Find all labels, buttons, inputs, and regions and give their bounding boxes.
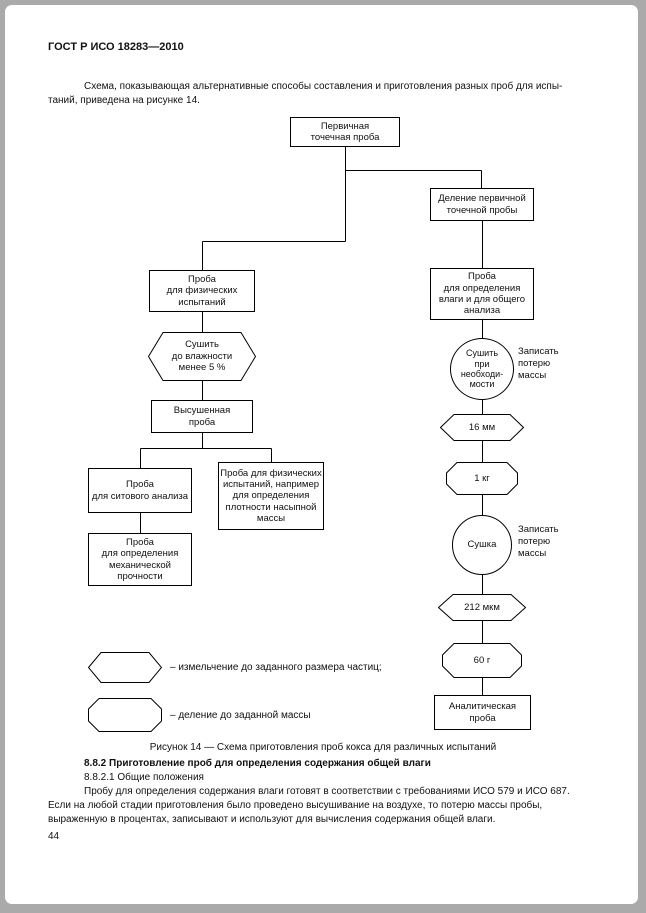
page-number: 44: [48, 831, 60, 842]
intro-line-1: Схема, показывающая альтернативные спосо…: [84, 81, 563, 92]
flow-node-division-primary: Деление первичной точечной пробы: [430, 188, 534, 221]
flow-node-dried-sample-label: Высушенная проба: [173, 405, 231, 428]
legend-hexagon-label: – измельчение до заданного размера части…: [170, 662, 382, 673]
flow-node-physical-tests-label: Проба для физических испытаний: [166, 273, 238, 308]
flow-node-moisture-general: Проба для определения влаги и для общего…: [430, 268, 534, 320]
body-paragraph-line-1: Пробу для определения содержания влаги г…: [84, 786, 570, 797]
legend-octagon-symbol: [88, 698, 162, 732]
flow-node-analytical-sample-label: Аналитическая проба: [448, 701, 517, 724]
flow-node-moisture-general-label: Проба для определения влаги и для общего…: [438, 271, 526, 317]
hexagon-shape-icon: [438, 594, 526, 621]
flow-node-mechanical-strength: Проба для определения механической прочн…: [88, 533, 192, 586]
hexagon-shape-icon: [148, 332, 256, 381]
flow-node-sieve-analysis-label: Проба для ситового анализа: [91, 479, 189, 502]
flow-node-dry-if-needed-label: Сушить при необходи- мости: [460, 348, 504, 390]
flow-node-212um-label: 212 мкм: [464, 601, 500, 613]
flow-node-drying-label: Сушка: [467, 538, 497, 550]
flow-node-physical-density: Проба для физических испытаний, например…: [218, 462, 324, 530]
document-header: ГОСТ Р ИСО 18283—2010: [48, 41, 184, 53]
body-paragraph-line-3: выраженную в процентах, записывают и исп…: [48, 814, 496, 825]
octagon-shape-icon: [88, 698, 162, 732]
flow-node-physical-density-label: Проба для физических испытаний, например…: [220, 467, 322, 525]
legend-octagon-label: – деление до заданной массы: [170, 710, 311, 721]
note-record-mass-loss-2: Записать потерю массы: [518, 524, 559, 559]
octagon-shape-icon: [446, 462, 518, 495]
legend-hexagon-symbol: [88, 652, 162, 683]
hexagon-shape-icon: [88, 652, 162, 683]
flow-node-division-primary-label: Деление первичной точечной пробы: [438, 193, 526, 216]
flow-node-mechanical-strength-label: Проба для определения механической прочн…: [101, 536, 179, 582]
flow-node-16mm-label: 16 мм: [468, 421, 496, 433]
flow-node-physical-tests: Проба для физических испытаний: [149, 270, 255, 312]
flow-node-dry-under-5-hexagon: Сушить до влажности менее 5 %: [148, 332, 256, 381]
flow-node-primary-sample: Первичная точечная проба: [290, 117, 400, 147]
flow-node-dry-under-5-label: Сушить до влажности менее 5 %: [171, 339, 233, 374]
flow-node-primary-sample-label: Первичная точечная проба: [310, 120, 380, 143]
intro-line-2: таний, приведена на рисунке 14.: [48, 95, 200, 106]
octagon-shape-icon: [442, 643, 522, 678]
flow-node-60g-octagon: 60 г: [442, 643, 522, 678]
flow-node-1kg-octagon: 1 кг: [446, 462, 518, 495]
hexagon-shape-icon: [440, 414, 524, 441]
flow-node-1kg-label: 1 кг: [474, 472, 490, 484]
flow-node-analytical-sample: Аналитическая проба: [434, 695, 531, 730]
body-paragraph-line-2: Если на любой стадии приготовления было …: [48, 800, 543, 811]
flow-node-dry-if-needed-circle: Сушить при необходи- мости: [450, 338, 514, 400]
flow-node-60g-label: 60 г: [473, 654, 491, 666]
note-record-mass-loss-1: Записать потерю массы: [518, 346, 559, 381]
section-heading: 8.8.2 Приготовление проб для определения…: [84, 758, 431, 769]
document-page: [5, 5, 638, 904]
flow-node-212um-hexagon: 212 мкм: [438, 594, 526, 621]
flow-node-16mm-hexagon: 16 мм: [440, 414, 524, 441]
flow-node-dried-sample: Высушенная проба: [151, 400, 253, 433]
flow-node-drying-circle: Сушка: [452, 515, 512, 575]
figure-caption: Рисунок 14 — Схема приготовления проб ко…: [149, 742, 497, 753]
flow-node-sieve-analysis: Проба для ситового анализа: [88, 468, 192, 513]
section-subheading: 8.8.2.1 Общие положения: [84, 772, 204, 783]
